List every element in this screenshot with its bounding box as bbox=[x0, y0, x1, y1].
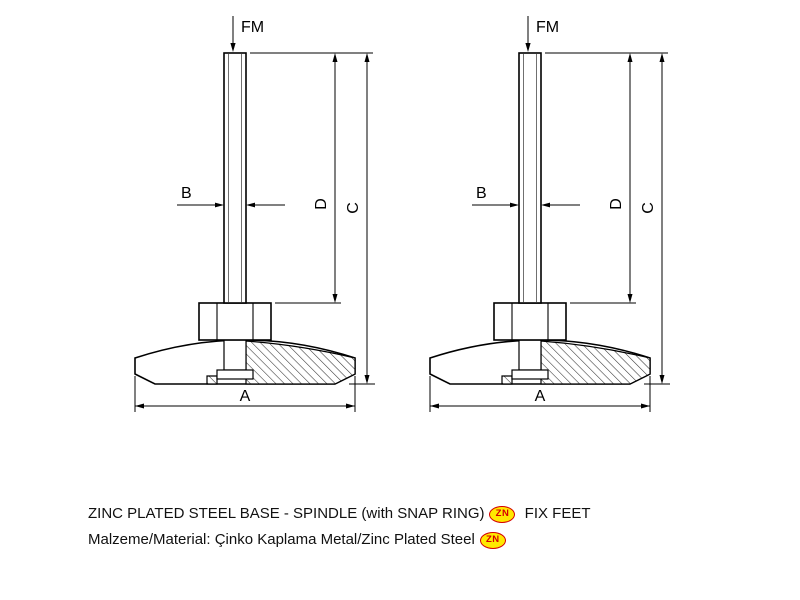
dim-a: A bbox=[429, 376, 651, 412]
dim-label-a: A bbox=[535, 388, 546, 405]
zn-badge: ZN bbox=[479, 531, 506, 549]
dim-d: D bbox=[275, 53, 341, 304]
dim-label-c: C bbox=[345, 202, 362, 214]
left-foot-drawing: FM B bbox=[95, 8, 395, 438]
base-section-hatch bbox=[245, 340, 356, 385]
dim-b: B bbox=[472, 185, 580, 208]
dim-label-a: A bbox=[240, 388, 251, 405]
caption-line-2: Malzeme/Material: Çinko Kaplama Metal/Zi… bbox=[88, 527, 591, 553]
fm-arrow-icon bbox=[230, 43, 236, 52]
dim-label-fm: FM bbox=[241, 19, 264, 36]
dim-label-b: B bbox=[181, 185, 192, 202]
caption-line1-text: ZINC PLATED STEEL BASE - SPINDLE (with S… bbox=[88, 505, 485, 522]
zn-badge: ZN bbox=[489, 505, 516, 523]
right-foot-drawing: FM B bbox=[390, 8, 690, 438]
fm-arrow-icon bbox=[525, 43, 531, 52]
spindle-rod bbox=[518, 52, 542, 304]
spindle-rod bbox=[223, 52, 247, 304]
dim-c: C bbox=[345, 53, 375, 385]
dim-label-fm: FM bbox=[536, 19, 559, 36]
snap-ring-section-hatch bbox=[501, 375, 513, 385]
dim-label-b: B bbox=[476, 185, 487, 202]
zn-badge-label: ZN bbox=[486, 534, 500, 545]
caption-line2-text: Malzeme/Material: Çinko Kaplama Metal/Zi… bbox=[88, 531, 475, 548]
snap-ring bbox=[216, 369, 254, 380]
dim-d: D bbox=[570, 53, 636, 304]
caption-line-1: ZINC PLATED STEEL BASE - SPINDLE (with S… bbox=[88, 501, 591, 527]
dim-label-d: D bbox=[608, 198, 625, 210]
dim-label-d: D bbox=[313, 198, 330, 210]
spindle-in-base bbox=[518, 339, 542, 371]
hex-nut bbox=[493, 302, 567, 341]
foot-drawing-svg: FM B bbox=[134, 16, 375, 412]
caption-line1-suffix: FIX FEET bbox=[520, 505, 591, 522]
dim-b: B bbox=[177, 185, 285, 208]
dim-c: C bbox=[640, 53, 670, 385]
zn-badge-label: ZN bbox=[495, 508, 510, 519]
snap-ring bbox=[511, 369, 549, 380]
foot-drawing-svg: FM B bbox=[429, 16, 670, 412]
base-section-hatch bbox=[540, 340, 651, 385]
snap-ring-section-hatch bbox=[206, 375, 218, 385]
dim-fm: FM bbox=[230, 16, 264, 52]
caption-block: ZINC PLATED STEEL BASE - SPINDLE (with S… bbox=[88, 501, 591, 553]
spindle-in-base bbox=[223, 339, 247, 371]
dim-a: A bbox=[134, 376, 356, 412]
hex-nut bbox=[198, 302, 272, 341]
dim-label-c: C bbox=[640, 202, 657, 214]
dim-fm: FM bbox=[525, 16, 559, 52]
